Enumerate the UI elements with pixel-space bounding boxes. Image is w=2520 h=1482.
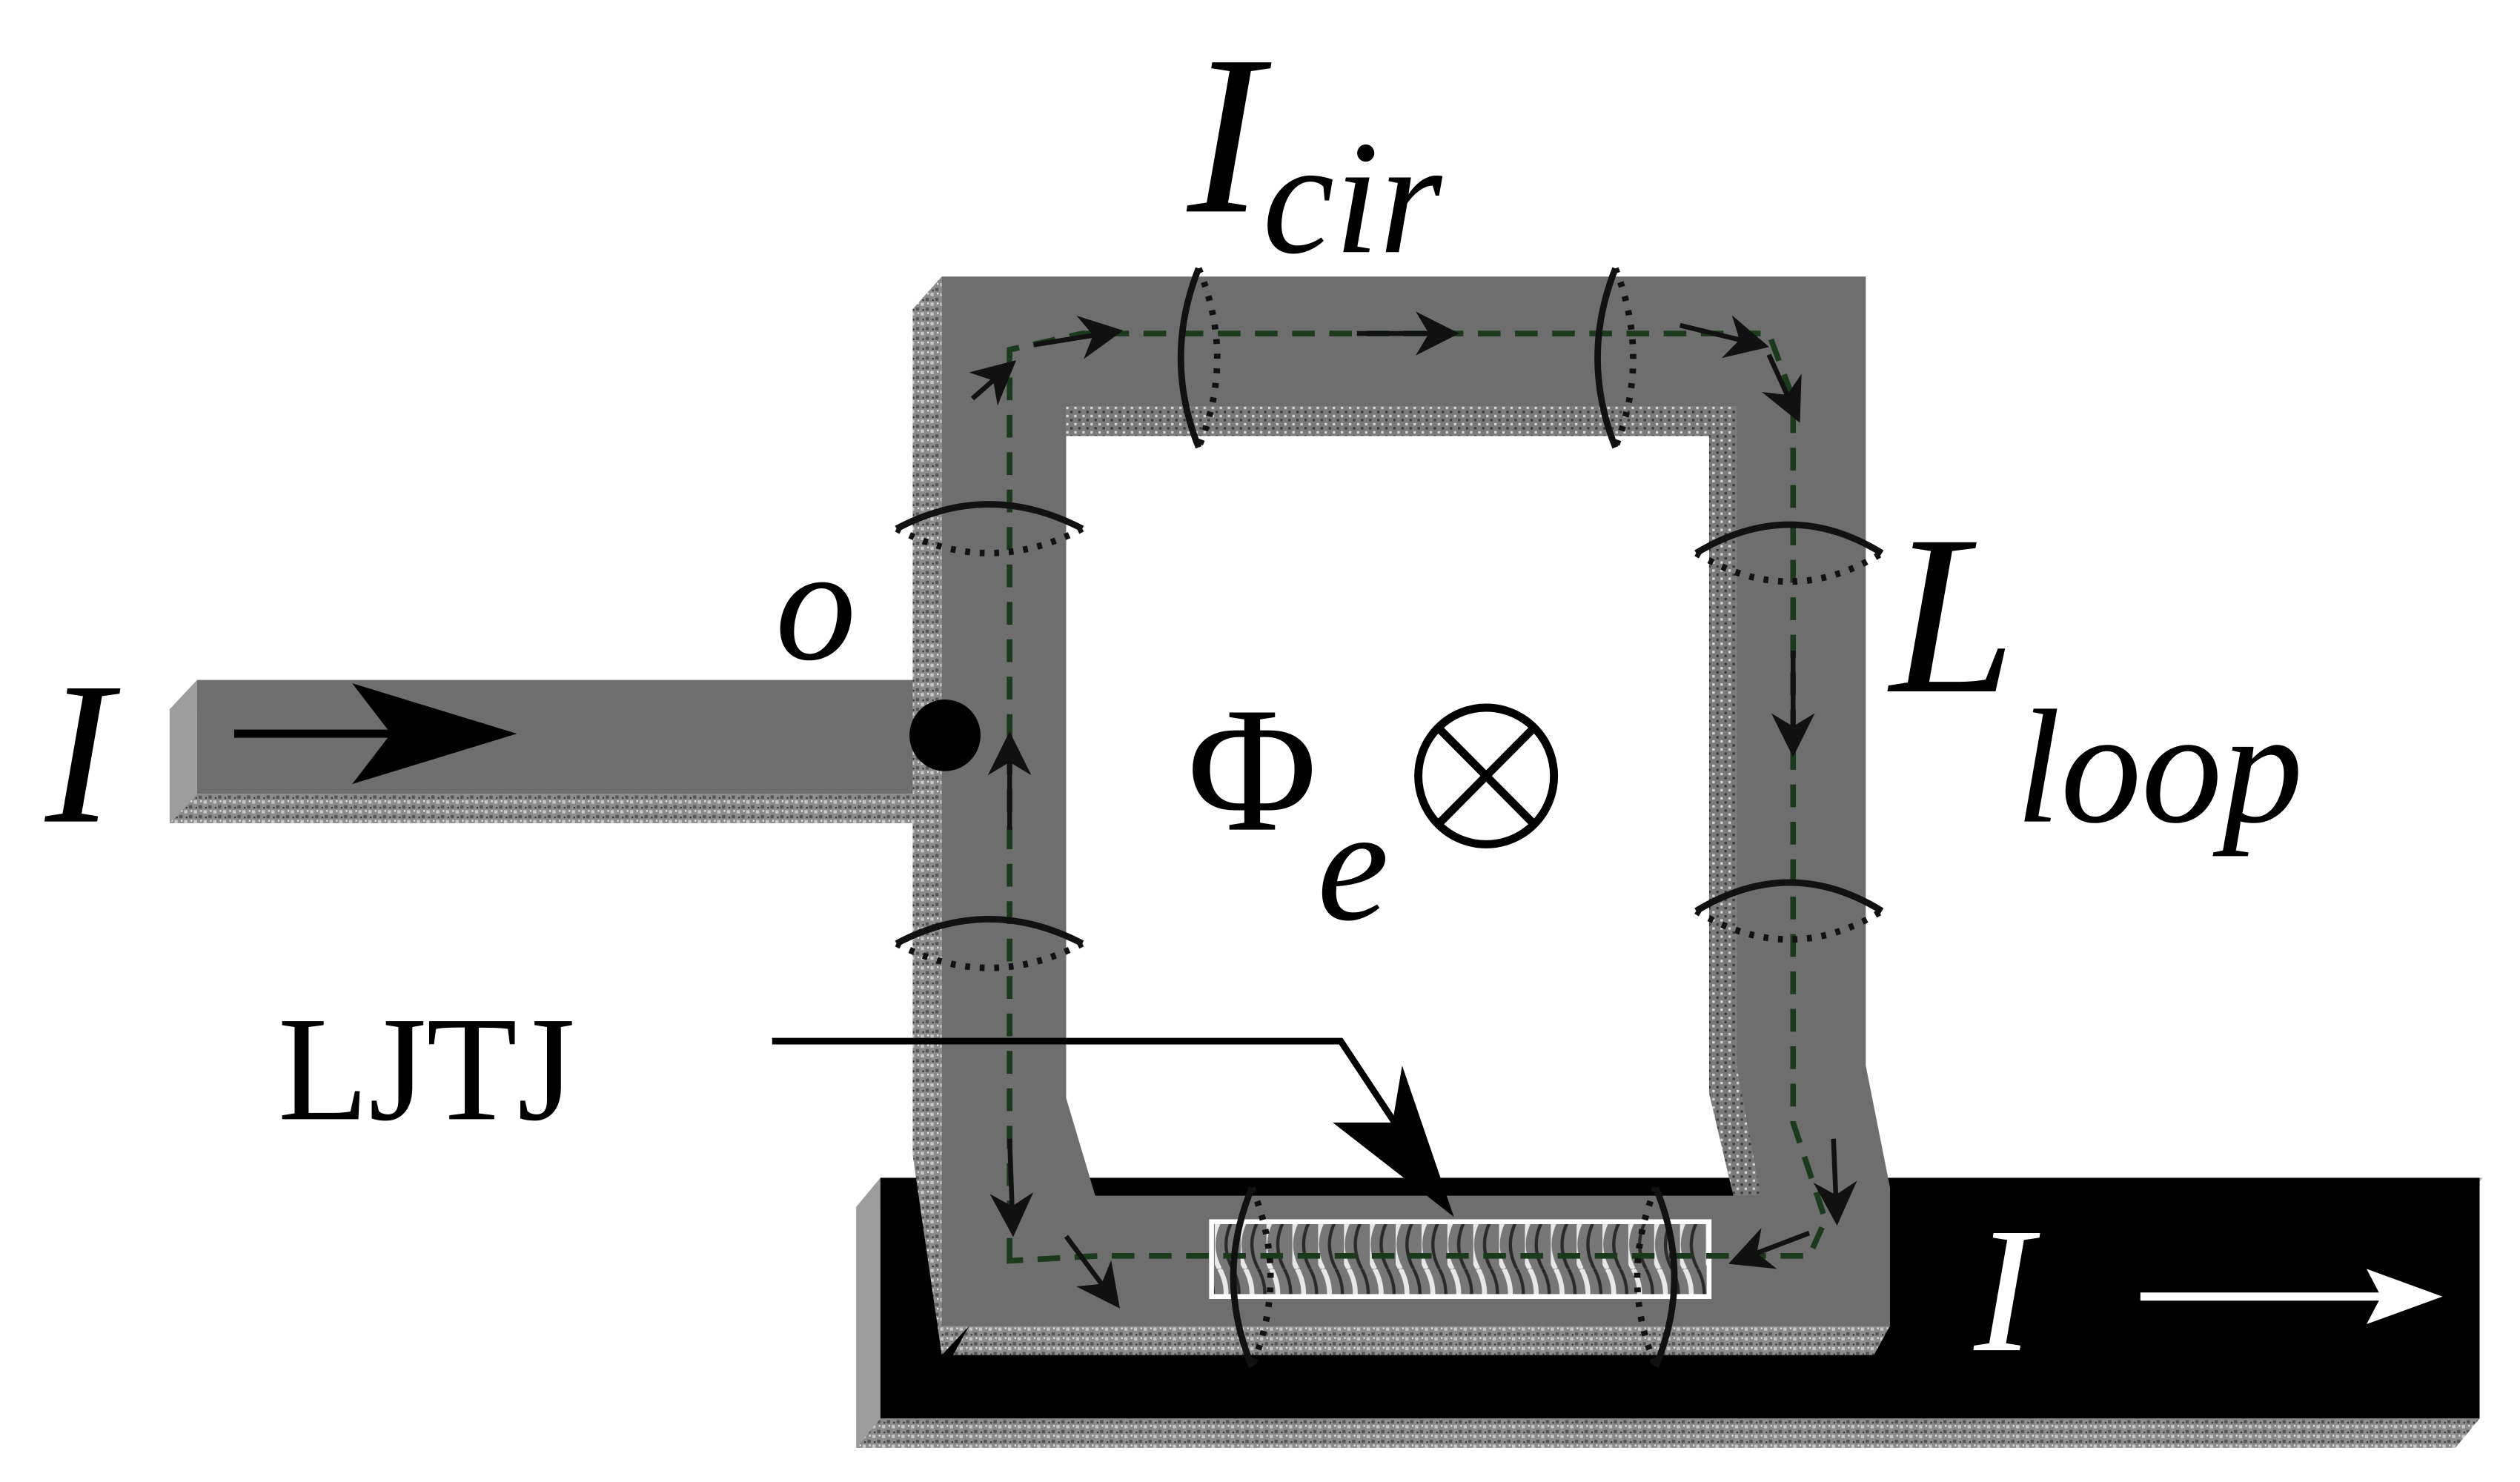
circled-times-icon <box>1414 703 1559 848</box>
inductance-rings <box>895 267 1884 1368</box>
loop-inductance-subscript: loop <box>2016 677 2303 857</box>
junction-label: LJTJ <box>278 986 575 1152</box>
node-marker <box>909 700 981 771</box>
circulating-current-path <box>969 311 1857 1309</box>
circulating-current-label: Icir <box>1184 9 1442 288</box>
input-arrow-icon <box>234 683 517 785</box>
flux-main: Φ <box>1187 671 1317 869</box>
output-arrow-icon <box>2140 1269 2443 1325</box>
flux-subscript: e <box>1317 775 1389 955</box>
circulating-current-main: I <box>1184 9 1272 261</box>
output-current-label: I <box>1973 1192 2040 1389</box>
loop-inductance-label: Lloop <box>1886 489 2303 857</box>
circulating-current-subscript: cir <box>1263 108 1443 288</box>
node-label: o <box>775 514 856 694</box>
ljtj-junction <box>1209 1219 1712 1300</box>
ljtj-pointer <box>772 1037 1454 1217</box>
loop-inductance-main: L <box>1886 489 2015 741</box>
input-current-label: I <box>42 641 121 866</box>
input-lead <box>169 679 957 823</box>
flux-label: Φe <box>1187 671 1389 955</box>
